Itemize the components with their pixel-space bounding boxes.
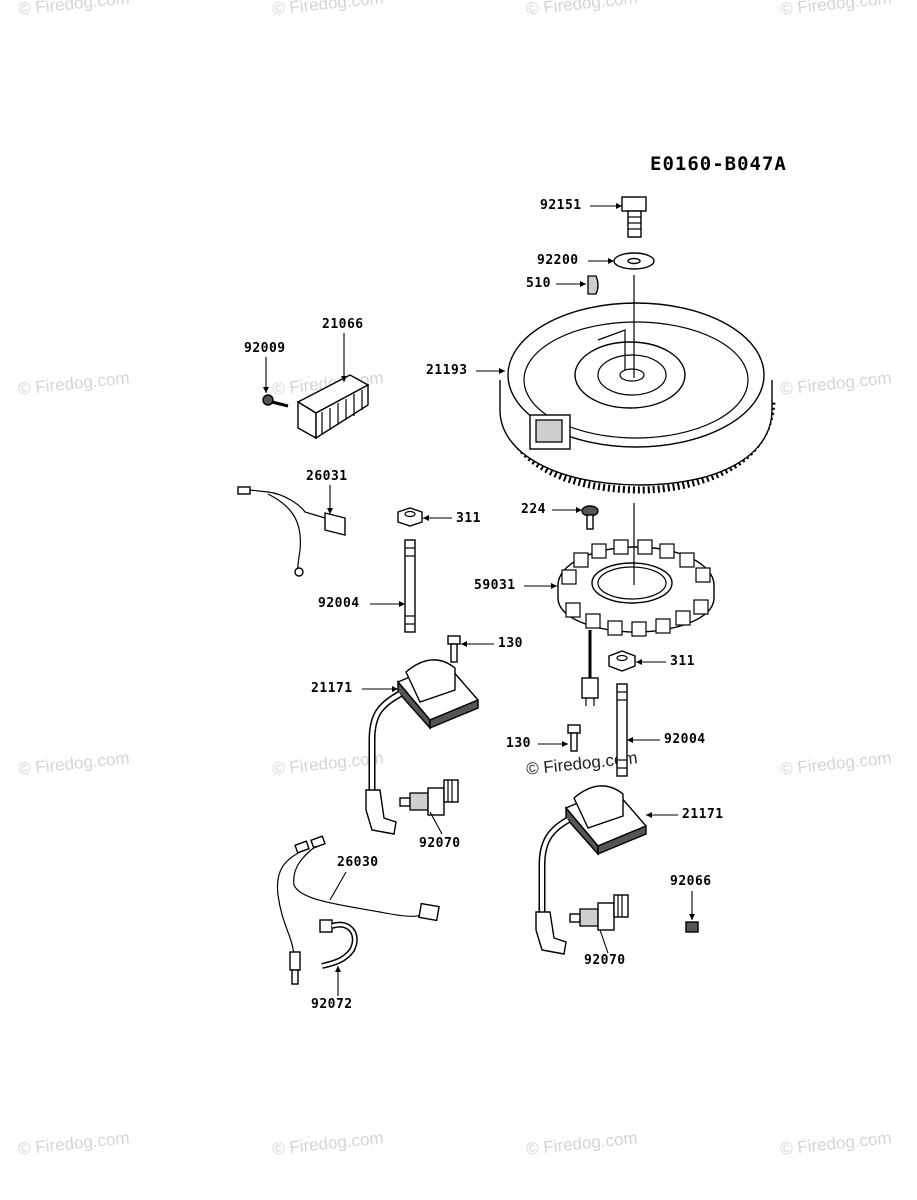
harness-26031 xyxy=(237,486,346,577)
part-label-92070-left: 92070 xyxy=(419,836,461,851)
part-label-92070-right: 92070 xyxy=(584,953,626,968)
stud-92004-left xyxy=(404,539,416,633)
part-label-21193: 21193 xyxy=(426,363,468,378)
bolt-130-lower xyxy=(567,724,581,752)
part-label-92072: 92072 xyxy=(311,997,353,1012)
key-510 xyxy=(587,275,599,295)
part-label-224: 224 xyxy=(521,502,546,517)
part-label-26031: 26031 xyxy=(306,469,348,484)
part-label-92151: 92151 xyxy=(540,198,582,213)
spark-plug-92070-left xyxy=(399,779,459,816)
bolt-224 xyxy=(581,505,599,530)
nut-311-right xyxy=(608,650,636,672)
part-label-59031: 59031 xyxy=(474,578,516,593)
nut-311-left xyxy=(397,507,423,527)
bolt-130-upper xyxy=(447,635,461,663)
part-label-92066: 92066 xyxy=(670,874,712,889)
part-label-92009: 92009 xyxy=(244,341,286,356)
bolt-92151 xyxy=(621,196,647,238)
part-label-21066: 21066 xyxy=(322,317,364,332)
stator-59031 xyxy=(557,503,715,706)
part-label-130-upper: 130 xyxy=(498,636,523,651)
stud-92004-right xyxy=(616,683,628,777)
spark-plug-92070-right xyxy=(569,894,629,931)
part-label-26030: 26030 xyxy=(337,855,379,870)
leader-arrows xyxy=(263,203,695,972)
washer-92200 xyxy=(613,252,655,270)
part-label-92200: 92200 xyxy=(537,253,579,268)
harness-26030 xyxy=(276,835,440,985)
screw-92009 xyxy=(262,394,289,408)
diagram-code: E0160-B047A xyxy=(650,153,787,175)
nut-92066 xyxy=(685,921,699,933)
flywheel-21193 xyxy=(499,275,776,494)
part-label-21171-right: 21171 xyxy=(682,807,724,822)
ignition-coil-21171-right xyxy=(535,785,648,955)
part-label-510: 510 xyxy=(526,276,551,291)
part-label-21171-left: 21171 xyxy=(311,681,353,696)
part-label-92004-right: 92004 xyxy=(664,732,706,747)
part-label-130-lower: 130 xyxy=(506,736,531,751)
part-label-311-right: 311 xyxy=(670,654,695,669)
part-label-92004-left: 92004 xyxy=(318,596,360,611)
regulator-21066 xyxy=(296,374,370,440)
part-label-311-left: 311 xyxy=(456,511,481,526)
boot-92072 xyxy=(319,919,358,969)
